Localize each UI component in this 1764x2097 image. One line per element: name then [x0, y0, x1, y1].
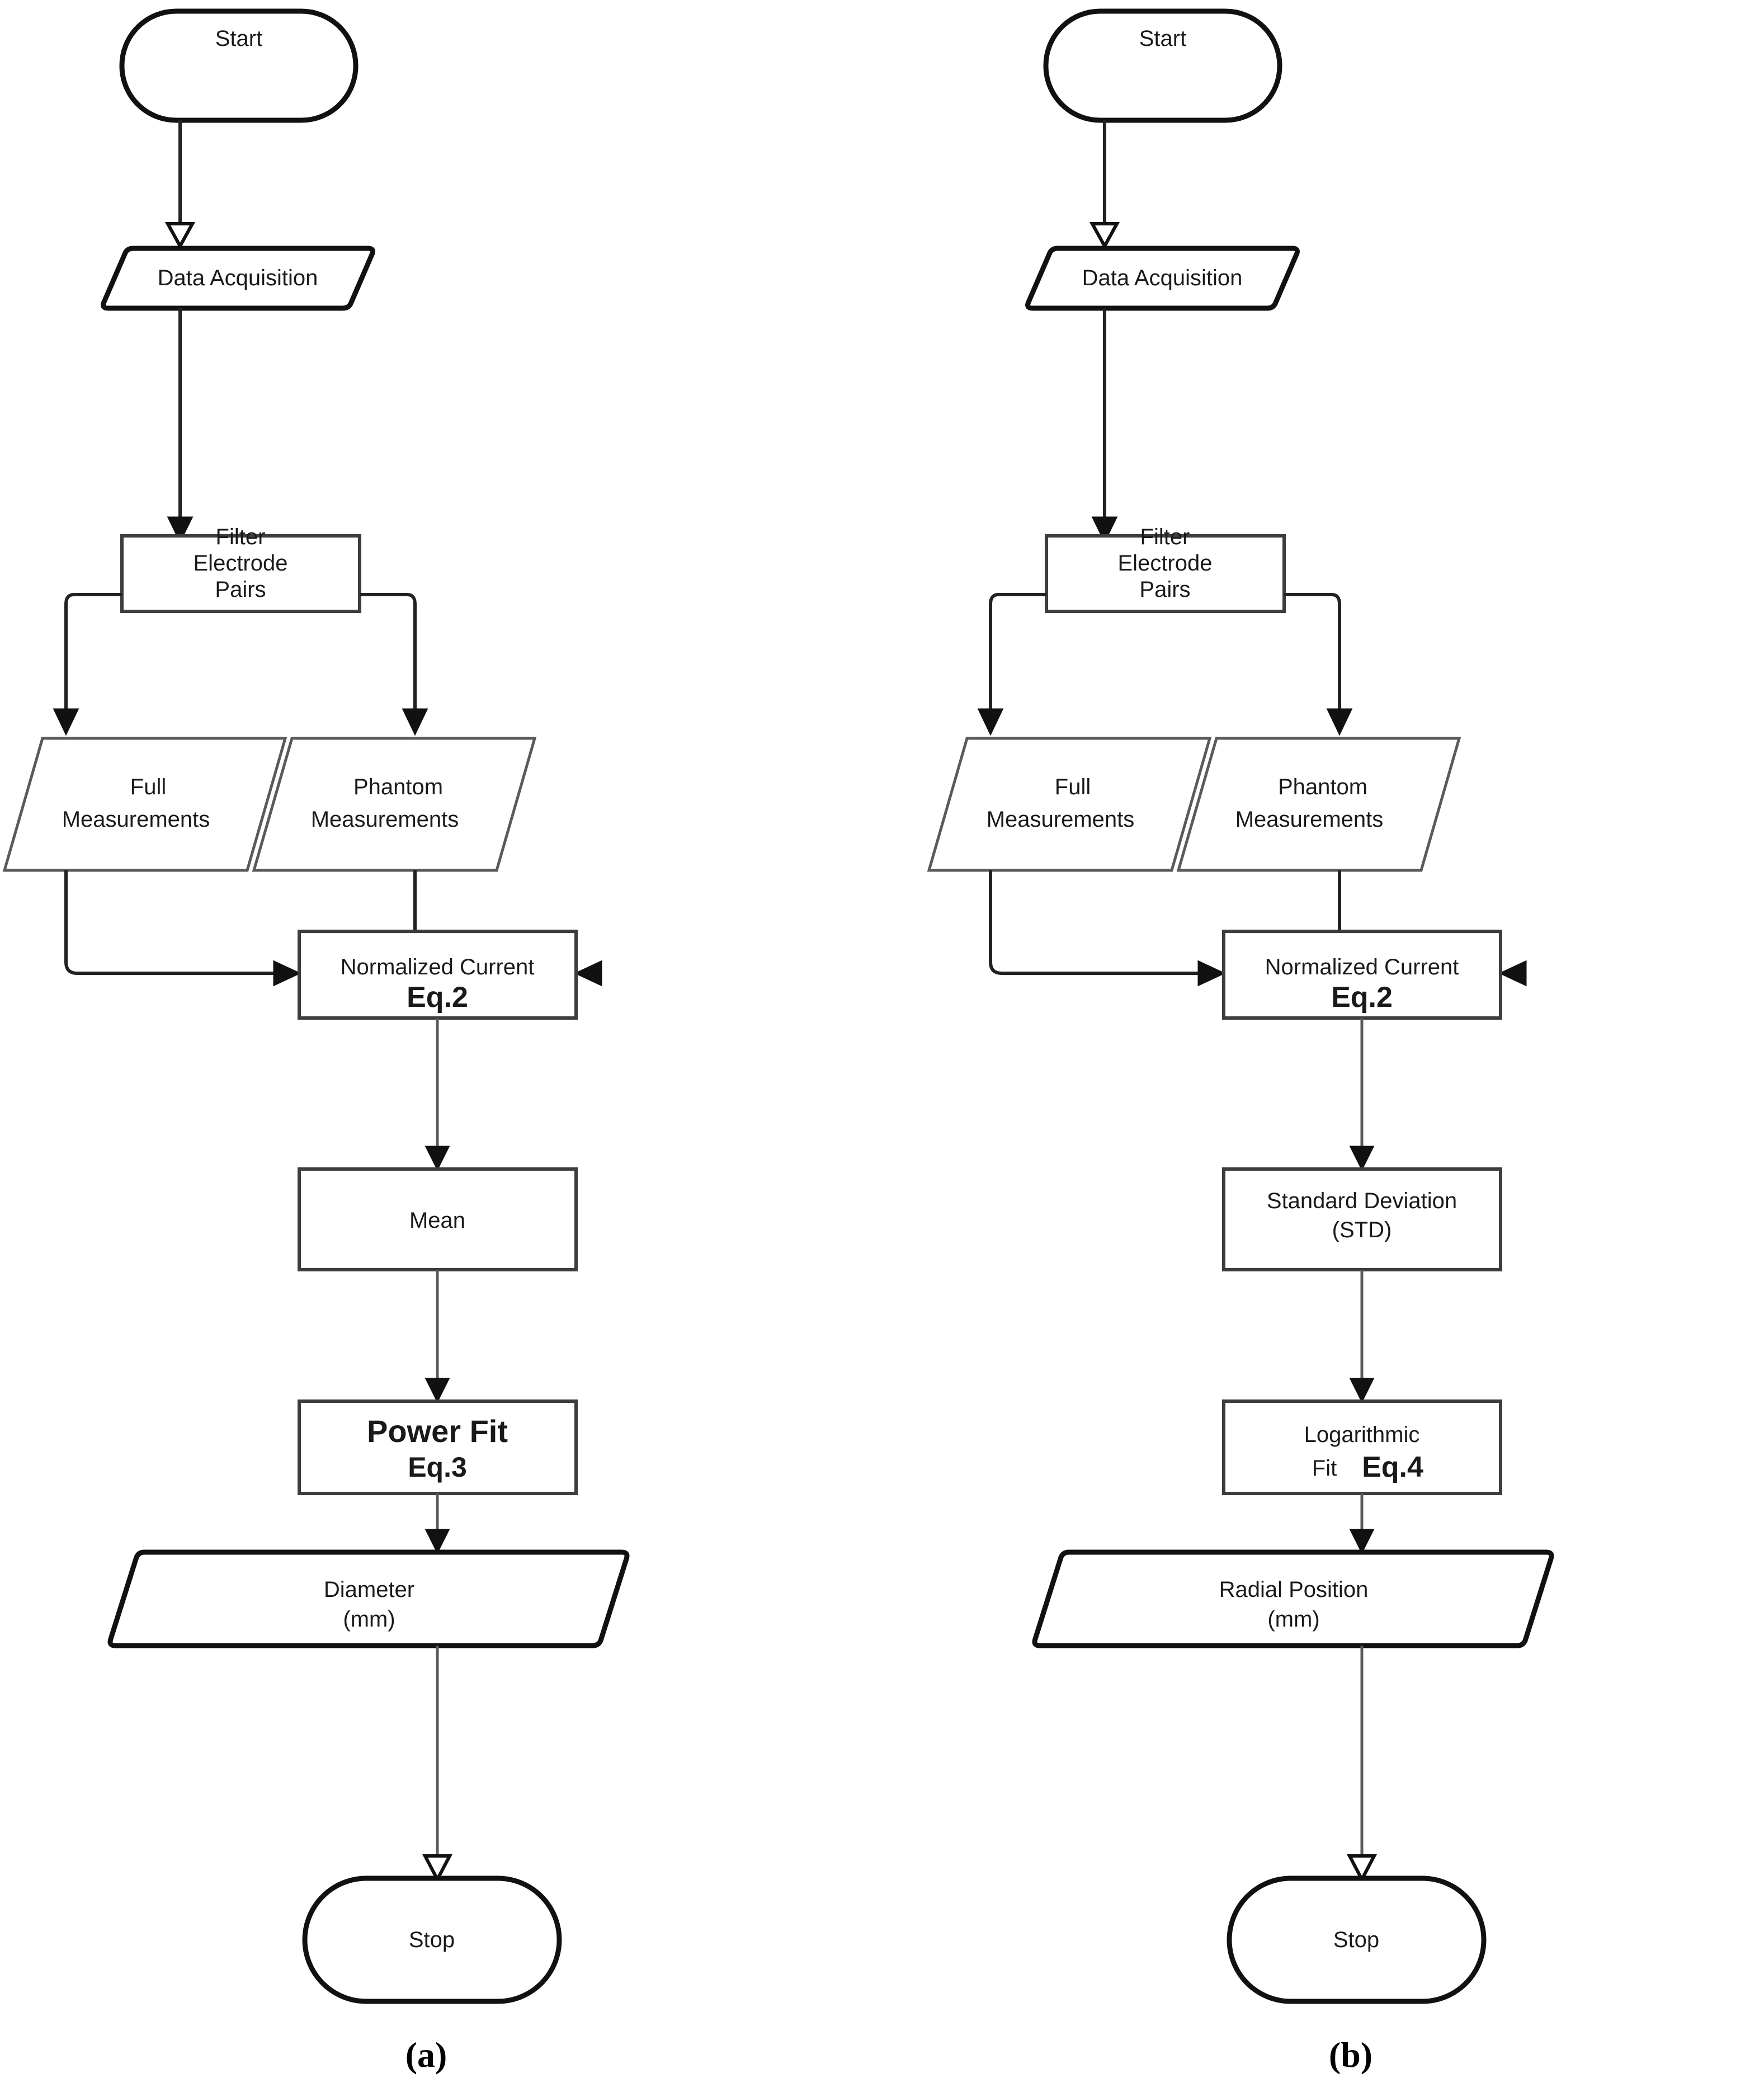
edge-full-measurements-to-normalized-current — [64, 870, 274, 975]
node-data-acquisition-label: Data Acquisition — [158, 266, 318, 290]
node-phantom-measurements-shape-b — [1176, 737, 1461, 872]
node-output-line1: Diameter — [324, 1577, 414, 1602]
node-start-label: Start — [215, 26, 262, 51]
node-normalized-current-line2: Eq.2 — [407, 981, 468, 1014]
arrowhead-filled-filter-b — [1091, 516, 1118, 544]
node-fit-line2-bold-b: Eq.4 — [1362, 1451, 1423, 1483]
arrowhead-filled-filter — [167, 516, 194, 544]
node-filter-shape — [120, 534, 361, 613]
node-data-acquisition-shape-b — [1025, 246, 1300, 311]
arrowhead-hollow-stop-b — [1347, 1854, 1377, 1883]
panel-b-caption: (b) — [1329, 2035, 1372, 2075]
node-data-acquisition-shape — [101, 246, 375, 311]
node-filter-line3: Pairs — [215, 577, 266, 602]
edge-filter-to-full-measurements-b — [989, 593, 1046, 709]
node-filter-line1: Filter — [216, 525, 266, 549]
node-fit-shape-b — [1222, 1399, 1502, 1495]
arrowhead-filled-full-measurements — [53, 708, 79, 736]
arrowhead-hollow-stop — [422, 1854, 452, 1883]
panel-b: Start Data Acquisition Filter Electrode … — [927, 8, 1554, 2075]
node-filter-line2: Electrode — [194, 551, 288, 576]
node-phantom-measurements-shape — [252, 737, 537, 872]
arrowhead-filled-full-measurements-b — [977, 708, 1004, 736]
node-stop-shape — [302, 1875, 562, 2004]
node-output-line1-b: Radial Position — [1219, 1577, 1369, 1602]
arrowhead-filled-normalized-current-right — [574, 960, 602, 987]
node-statistic-line2-b: (STD) — [1332, 1218, 1392, 1242]
node-stop-label-b: Stop — [1333, 1928, 1379, 1952]
arrowhead-filled-output-b — [1349, 1529, 1375, 1554]
arrowhead-filled-normalized-current-left-b — [1197, 960, 1226, 987]
node-filter-line3-b: Pairs — [1139, 577, 1190, 602]
node-normalized-current-line1: Normalized Current — [341, 955, 535, 979]
arrowhead-filled-output — [425, 1529, 450, 1554]
arrowhead-filled-fit-b — [1349, 1378, 1375, 1403]
node-statistic-label: Mean — [409, 1208, 465, 1233]
node-output-shape-b — [1032, 1549, 1554, 1648]
panel-a: Start Data Acquisition Filter Electrode … — [2, 8, 630, 2075]
arrowhead-filled-phantom-measurements — [402, 708, 428, 736]
node-phantom-measurements-line2-b: Measurements — [1235, 807, 1384, 832]
panel-a-caption: (a) — [405, 2035, 447, 2075]
node-filter-line1-b: Filter — [1140, 525, 1190, 549]
node-fit-shape — [298, 1399, 578, 1495]
node-fit-line1: Power Fit — [367, 1413, 508, 1449]
node-output-shape — [107, 1549, 630, 1648]
node-fit-line2-group-b: Fit Eq.4 — [1312, 1451, 1423, 1483]
node-full-measurements-line2-b: Measurements — [987, 807, 1135, 832]
arrowhead-filled-normalized-current-right-b — [1498, 960, 1527, 987]
node-full-measurements-line1: Full — [130, 775, 166, 799]
node-filter-shape-b — [1045, 534, 1286, 613]
arrowhead-hollow-data-acquisition — [164, 222, 196, 250]
node-output-line2: (mm) — [343, 1607, 395, 1632]
arrowhead-filled-phantom-measurements-b — [1326, 708, 1353, 736]
arrowhead-filled-fit — [425, 1378, 450, 1403]
node-output-line2-b: (mm) — [1267, 1607, 1319, 1632]
node-start-shape — [119, 8, 359, 123]
node-phantom-measurements-line1-b: Phantom — [1278, 775, 1367, 799]
arrowhead-hollow-data-acquisition-b — [1089, 222, 1120, 250]
node-full-measurements-line1-b: Full — [1055, 775, 1091, 799]
node-full-measurements-shape-b — [927, 737, 1212, 872]
arrowhead-filled-normalized-current-left — [273, 960, 301, 987]
node-fit-line2: Eq.3 — [408, 1452, 467, 1483]
edge-filter-to-full-measurements — [64, 593, 122, 709]
node-phantom-measurements-line1: Phantom — [353, 775, 443, 799]
node-normalized-current-line1-b: Normalized Current — [1265, 955, 1459, 979]
node-stop-label: Stop — [409, 1928, 455, 1952]
node-fit-line2-reg-b: Fit — [1312, 1456, 1337, 1481]
node-filter-line2-b: Electrode — [1118, 551, 1213, 576]
edge-filter-to-phantom-measurements — [360, 593, 417, 709]
arrowhead-filled-statistic-b — [1349, 1146, 1375, 1171]
node-start-shape-b — [1043, 8, 1282, 123]
arrowhead-filled-statistic — [425, 1146, 450, 1171]
node-normalized-current-line2-b: Eq.2 — [1331, 981, 1393, 1014]
node-full-measurements-line2: Measurements — [62, 807, 210, 832]
node-fit-line1-b: Logarithmic — [1304, 1422, 1420, 1447]
node-stop-shape-b — [1227, 1875, 1487, 2004]
node-full-measurements-shape — [2, 737, 287, 872]
edge-full-measurements-to-normalized-current-b — [989, 870, 1199, 975]
node-phantom-measurements-line2: Measurements — [311, 807, 459, 832]
node-normalized-current-shape-b — [1222, 930, 1502, 1020]
node-data-acquisition-label-b: Data Acquisition — [1082, 266, 1243, 290]
edge-filter-to-phantom-measurements-b — [1284, 593, 1341, 709]
node-normalized-current-shape — [298, 930, 578, 1020]
node-start-label-b: Start — [1139, 26, 1186, 51]
node-statistic-line1-b: Standard Deviation — [1267, 1189, 1457, 1213]
